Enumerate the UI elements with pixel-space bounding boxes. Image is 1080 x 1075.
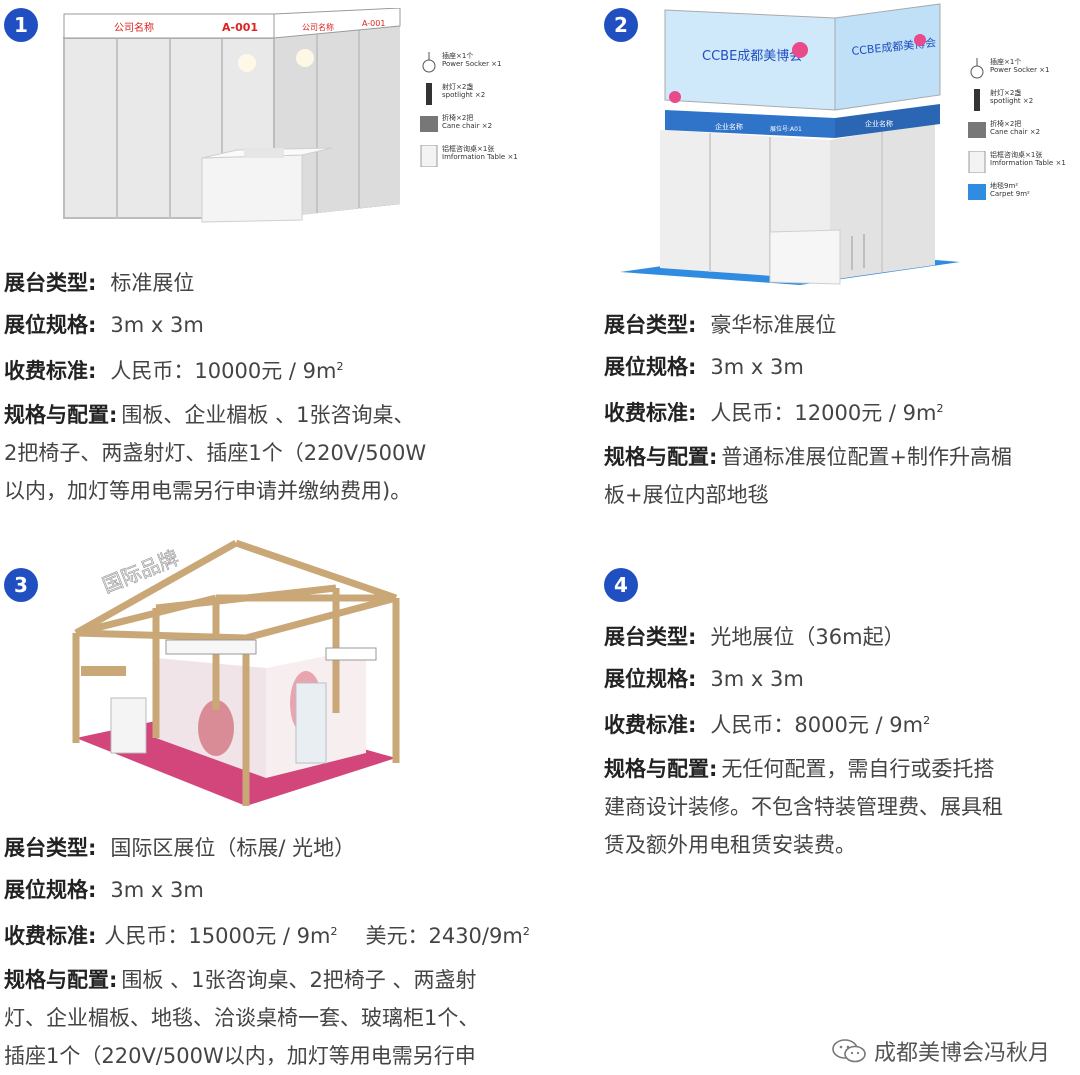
booth-1-illustration: 公司名称 A-001 公司名称 A-001: [63, 8, 401, 223]
socket-icon: [422, 52, 436, 73]
booth-4-type: 光地展位（36m起）: [710, 625, 905, 649]
table-icon: [420, 145, 438, 167]
watermark: 成都美博会冯秋月: [832, 1035, 1050, 1067]
spotlight-icon: [426, 83, 432, 105]
booth-3-fee: 人民币：15000元 / 9m: [104, 924, 331, 948]
booth-2-fee: 人民币：12000元 / 9m: [710, 401, 937, 425]
booth-3-size: 3m x 3m: [110, 878, 204, 902]
booth-1-fascia-company-1: 公司名称: [114, 21, 154, 34]
booth-3-illustration: 国际品牌: [72, 539, 400, 806]
booth-1-info: 展台类型:标准展位 展位规格:3m x 3m 收费标准:人民币：10000元 /…: [4, 262, 544, 510]
booth-4-config: 规格与配置:无任何配置，需自行或委托搭 建商设计装修。不包含特装管理费、展具租 …: [604, 757, 1003, 857]
booth-4-fee: 人民币：8000元 / 9m: [710, 713, 924, 737]
booth-3-type: 国际区展位（标展/ 光地）: [110, 836, 356, 860]
booth-3-fee-usd: 美元：2430/9m: [365, 924, 523, 948]
booth-2-fascia-number: 展位号:A01: [770, 125, 802, 133]
booth-2-number-badge: 2: [604, 8, 638, 42]
booth-3-info: 展台类型:国际区展位（标展/ 光地） 展位规格:3m x 3m 收费标准:人民币…: [4, 827, 624, 1075]
booth-2-type: 豪华标准展位: [710, 313, 837, 337]
socket-icon: [970, 58, 984, 79]
booth-1-size: 3m x 3m: [110, 313, 204, 337]
carpet-icon: [968, 184, 986, 200]
booth-2-size: 3m x 3m: [710, 355, 804, 379]
booth-4-number-badge: 4: [604, 568, 638, 602]
booth-1-config: 规格与配置:围板、企业楣板 、1张咨询桌、 2把椅子、两盏射灯、插座1个（220…: [4, 403, 427, 503]
booth-2-banner-front: CCBE成都美博会: [702, 49, 802, 64]
spotlight-icon: [974, 89, 980, 111]
booth-3-config: 规格与配置:围板 、1张咨询桌、2把椅子 、两盏射 灯、企业楣板、地毯、洽谈桌椅…: [4, 968, 480, 1068]
table-icon: [968, 151, 986, 173]
watermark-text: 成都美博会冯秋月: [873, 1041, 1050, 1066]
booth-1-fascia-number-1: A-001: [222, 21, 258, 34]
booth-1-fascia-number-2: A-001: [362, 19, 385, 28]
booth-2-config: 规格与配置:普通标准展位配置+制作升高楣 板+展位内部地毯: [604, 445, 1013, 507]
booth-2-fascia-side: 企业名称: [865, 119, 893, 128]
wechat-icon: [832, 1039, 866, 1063]
booth-1-fascia-company-2: 公司名称: [302, 22, 334, 32]
booth-3-number-badge: 3: [4, 568, 38, 602]
chair-icon: [968, 122, 986, 138]
booth-2-info: 展台类型:豪华标准展位 展位规格:3m x 3m 收费标准:人民币：12000元…: [604, 304, 1080, 514]
booth-2-illustration: CCBE成都美博会 CCBE成都美博会 企业名称 展位号:A01 企业名称: [620, 3, 960, 285]
booth-2-fascia-company: 企业名称: [715, 122, 743, 131]
booth-1-number-badge: 1: [4, 8, 38, 42]
booth-4-size: 3m x 3m: [710, 667, 804, 691]
booth-1-fee: 人民币：10000元 / 9m: [110, 359, 337, 383]
booth-1-type: 标准展位: [110, 271, 195, 295]
chair-icon: [420, 116, 438, 132]
booth-3-sign: 国际品牌: [99, 545, 182, 597]
booth-4-info: 展台类型:光地展位（36m起） 展位规格:3m x 3m 收费标准:人民币：80…: [604, 616, 1080, 864]
